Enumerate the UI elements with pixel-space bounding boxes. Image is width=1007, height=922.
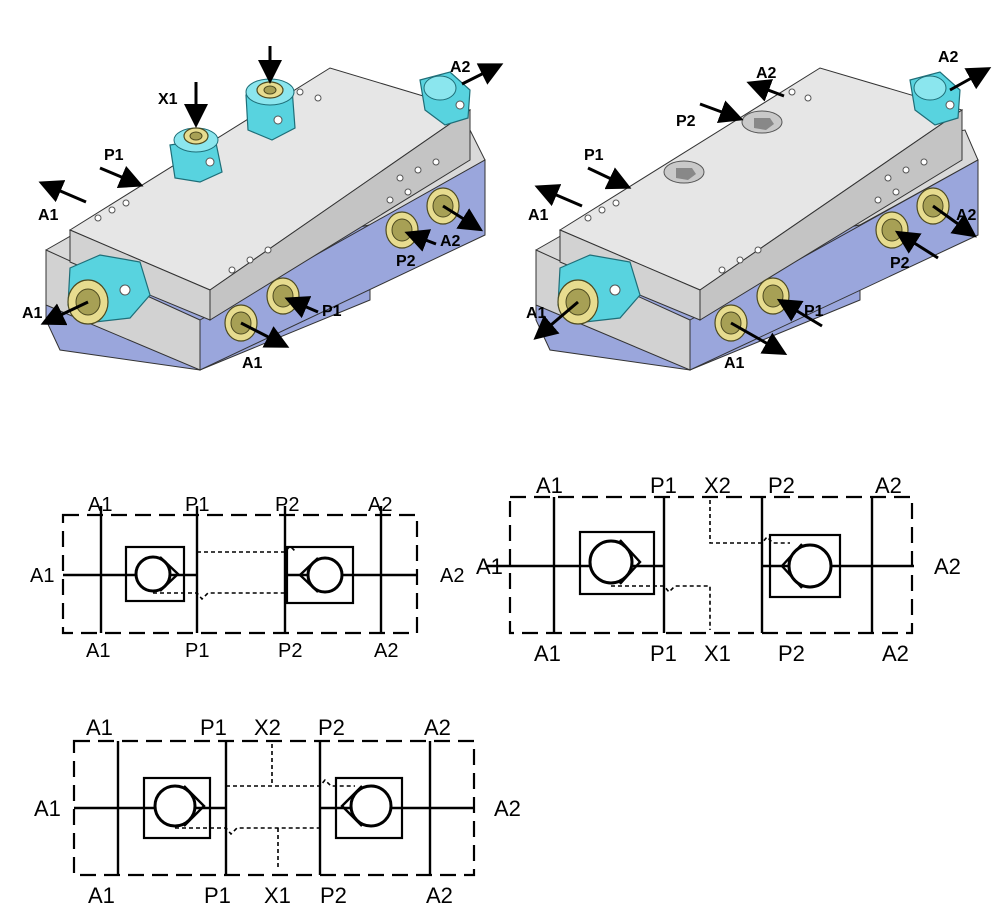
s3-right-a2: A2 [494,796,521,821]
fitting-a2-end [419,71,471,126]
schematic-2: A1 P1 X2 P2 A2 A1 P1 X1 P2 A2 A1 A2 [476,473,961,666]
s3-top-p2: P2 [318,715,345,740]
s3-bottom-a1: A1 [88,883,115,908]
s3-bottom-a2: A2 [426,883,453,908]
s3-bottom-p2: P2 [320,883,347,908]
fitting-x1-top [169,127,223,183]
s1-bottom-p2: P2 [278,640,302,662]
label-a2-end-right: A2 [938,49,959,66]
s2-top-a2: A2 [875,473,902,498]
label-a1-top-right: A1 [528,207,549,224]
label-a2-front-right: A2 [956,207,977,224]
schematic-1: A1 P1 P2 A2 A1 P1 P2 A2 A1 A2 [30,494,464,662]
schematic-3: A1 P1 X2 P2 A2 A1 P1 X1 P2 A2 A1 A2 [34,715,521,908]
body-holes [94,88,440,274]
label-a1-top: A1 [38,207,59,224]
s3-top-a2: A2 [424,715,451,740]
s1-bottom-a1: A1 [86,640,110,662]
s2-bottom-a2: A2 [882,641,909,666]
label-a1-end: A1 [22,305,43,322]
s2-top-a1: A1 [536,473,563,498]
s2-bottom-a1: A1 [534,641,561,666]
s1-left-a1: A1 [30,565,54,587]
s2-bottom-p1: P1 [650,641,677,666]
s1-top-p1: P1 [185,494,209,516]
s2-top-p1: P1 [650,473,677,498]
label-a1-end-right: A1 [526,305,547,322]
label-p1-front: P1 [322,303,342,320]
s2-bottom-p2: P2 [778,641,805,666]
body-holes-right [584,88,928,274]
valve-block-3d-left: X1 P1 A1 A1 A1 P1 P2 A2 A2 [22,46,504,372]
s2-top-x2: X2 [704,473,731,498]
fitting-a1-end [67,254,151,325]
label-a2-front: A2 [440,233,461,250]
plug-x2 [741,110,783,134]
s3-bottom-x1: X1 [264,883,291,908]
s1-top-a2: A2 [368,494,392,516]
s3-top-a1: A1 [86,715,113,740]
label-a1-front: A1 [242,355,263,372]
plug-x1 [663,160,705,184]
label-p1-top-right: P1 [584,147,604,164]
s2-right-a2: A2 [934,554,961,579]
flow-arrows-right [533,67,992,355]
s3-bottom-p1: P1 [204,883,231,908]
s1-top-a1: A1 [88,494,112,516]
label-p2-front: P2 [396,253,416,270]
fitting-top-right [245,78,296,141]
s2-left-a1: A1 [476,554,503,579]
s3-top-p1: P1 [200,715,227,740]
label-a2-top: A2 [756,65,777,82]
label-a1-front-right: A1 [724,355,745,372]
label-p2-top: P2 [676,113,696,130]
s2-bottom-x1: X1 [704,641,731,666]
s3-top-x2: X2 [254,715,281,740]
s3-left-a1: A1 [34,796,61,821]
s1-bottom-p1: P1 [185,640,209,662]
fitting-a2-end-right [909,71,961,126]
flow-arrows [38,46,504,348]
s2-top-p2: P2 [768,473,795,498]
label-p1-top: P1 [104,147,124,164]
label-x1: X1 [158,91,178,108]
label-p2-front-right: P2 [890,255,910,272]
s1-right-a2: A2 [440,565,464,587]
label-a2-end: A2 [450,59,471,76]
s1-bottom-a2: A2 [374,640,398,662]
valve-block-3d-right: A2 P2 P1 A1 A1 A1 P1 P2 A2 A2 [526,49,992,372]
label-p1-front-right: P1 [804,303,824,320]
s1-top-p2: P2 [275,494,299,516]
